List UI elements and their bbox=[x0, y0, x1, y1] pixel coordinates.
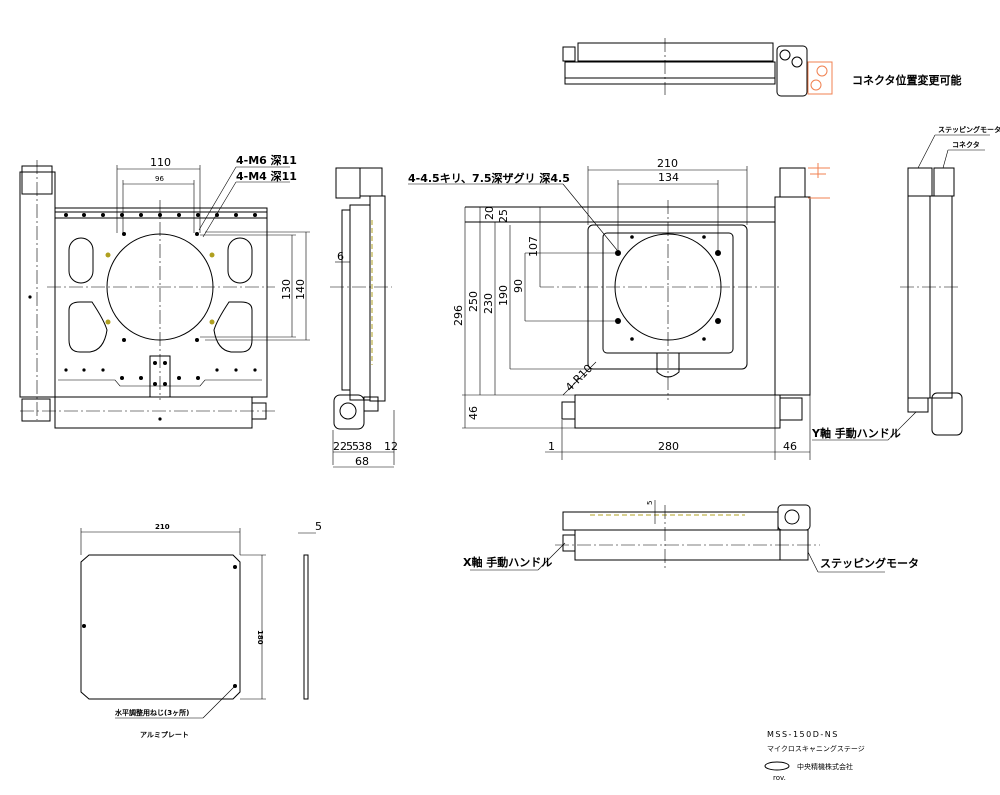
dim-140: 140 bbox=[294, 279, 307, 300]
stage-top bbox=[587, 224, 748, 370]
y-handle bbox=[779, 397, 803, 421]
plate-outline bbox=[80, 554, 241, 700]
plate-edge-view bbox=[303, 554, 309, 700]
motor-block bbox=[907, 167, 933, 197]
note-m4: 4-M4 深11 bbox=[236, 169, 297, 183]
x-rail bbox=[574, 394, 781, 429]
dim-5: 5 bbox=[646, 501, 654, 505]
y-rail bbox=[774, 196, 811, 396]
x-handle bbox=[561, 401, 576, 420]
dim-46-horizontal: 46 bbox=[783, 440, 797, 453]
connector-block bbox=[933, 167, 955, 197]
connector-box bbox=[776, 45, 808, 97]
dim-68: 68 bbox=[355, 455, 369, 468]
x-motor bbox=[333, 394, 365, 430]
dim-1: 1 bbox=[548, 440, 555, 453]
dim-20: 20 bbox=[483, 206, 496, 220]
dim-250: 250 bbox=[467, 291, 480, 312]
company-logo bbox=[764, 761, 790, 771]
note-m6: 4-M6 深11 bbox=[236, 153, 297, 167]
motor-block bbox=[335, 167, 361, 199]
connector-note: コネクタ位置変更可能 bbox=[852, 73, 962, 87]
dim-296: 296 bbox=[452, 305, 465, 326]
dim-38: 38 bbox=[358, 440, 372, 453]
dim-12: 12 bbox=[384, 440, 398, 453]
alt-connector-position bbox=[808, 163, 830, 199]
alt-connector-position bbox=[807, 61, 833, 95]
x-handle bbox=[562, 534, 576, 552]
dim-230: 230 bbox=[482, 293, 495, 314]
dim-130: 130 bbox=[280, 279, 293, 300]
dim-107: 107 bbox=[527, 236, 540, 257]
slot bbox=[68, 301, 108, 353]
y-handle-label: Y軸 手動ハンドル bbox=[811, 426, 901, 440]
dim-210: 210 bbox=[155, 523, 170, 531]
dim-110: 110 bbox=[150, 156, 171, 169]
top-view: 4-4.5キリ、7.5深ザグリ 深4.5 210 134 20 25 107 9… bbox=[408, 157, 917, 460]
dim-6: 6 bbox=[337, 250, 344, 263]
y-rail bbox=[19, 171, 56, 398]
right-view: ステッピングモータ コネクタ bbox=[900, 125, 1000, 436]
x-motor bbox=[931, 392, 963, 436]
y-motor bbox=[779, 167, 806, 198]
front-view: 110 96 130 140 4-M6 深11 4-M4 深11 bbox=[19, 153, 310, 429]
dim-90: 90 bbox=[512, 279, 525, 293]
note-holes: 4-4.5キリ、7.5深ザグリ 深4.5 bbox=[408, 171, 570, 185]
upper-view: コネクタ位置変更可能 bbox=[562, 38, 962, 97]
dim-46-vertical: 46 bbox=[467, 406, 480, 420]
handle bbox=[363, 396, 379, 412]
x-motor bbox=[21, 398, 51, 422]
dim-96: 96 bbox=[155, 175, 164, 183]
aluminum-plate: 210 180 5 水平調整用ねじ(3ヶ所) アルミプレート bbox=[80, 520, 322, 739]
model-number: MSS-150D-NS bbox=[767, 730, 839, 739]
dim-5b: 5 bbox=[352, 440, 359, 453]
dim-280: 280 bbox=[658, 440, 679, 453]
title-block: MSS-150D-NS マイクロスキャニングステージ 中央精機株式会社 rov. bbox=[764, 730, 865, 782]
dim-22: 22 bbox=[333, 440, 347, 453]
dim-180: 180 bbox=[256, 630, 264, 645]
x-handle-label: X軸 手動ハンドル bbox=[463, 555, 552, 569]
slot bbox=[68, 237, 94, 284]
dim-190: 190 bbox=[497, 285, 510, 306]
motor-label: ステッピングモータ bbox=[938, 125, 1000, 134]
dim-25: 25 bbox=[497, 209, 510, 223]
mounting-holes bbox=[28, 213, 257, 421]
dim-r10: 4-R10 bbox=[563, 362, 595, 394]
plate-name: アルミプレート bbox=[140, 730, 189, 739]
dim-5: 5 bbox=[315, 520, 322, 533]
dim-134: 134 bbox=[658, 171, 679, 184]
side-view: 6 22 5 5 38 12 68 bbox=[330, 167, 398, 468]
screw-note: 水平調整用ねじ(3ヶ所) bbox=[115, 708, 189, 717]
slot bbox=[227, 237, 253, 284]
slot bbox=[213, 301, 253, 353]
product-name: マイクロスキャニングステージ bbox=[767, 744, 865, 753]
motor-label: ステッピングモータ bbox=[820, 556, 919, 570]
lower-view: 5 X軸 手動ハンドル ステッピングモータ bbox=[463, 500, 919, 573]
connector-label: コネクタ bbox=[952, 140, 980, 149]
dim-5a: 5 bbox=[346, 440, 353, 453]
connector-block bbox=[359, 167, 383, 197]
company-name: 中央精機株式会社 bbox=[797, 762, 853, 771]
revision: rov. bbox=[773, 774, 786, 782]
x-rail bbox=[54, 396, 253, 429]
dim-210: 210 bbox=[657, 157, 678, 170]
